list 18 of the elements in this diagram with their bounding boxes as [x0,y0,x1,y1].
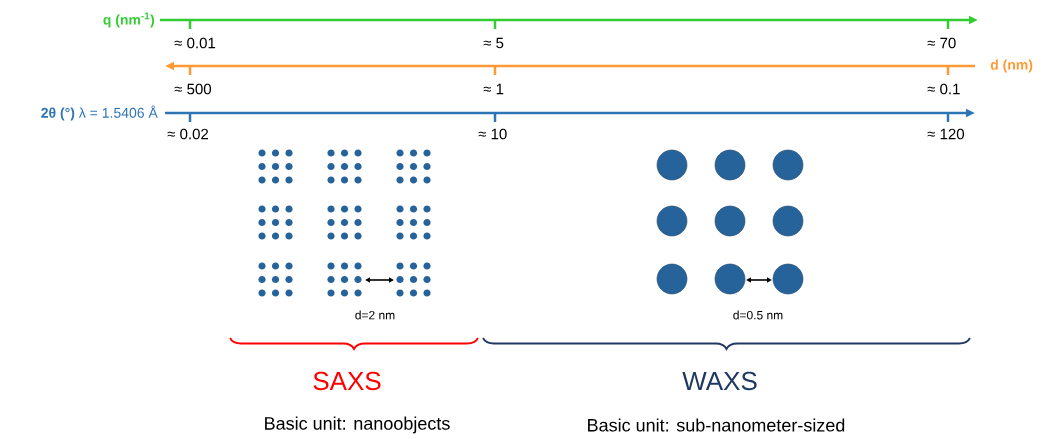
tick-label: ≈ 120 [927,128,964,140]
region-label: SAXS [313,371,381,391]
tick-label: ≈ 0.01 [174,37,216,49]
tick-label: ≈ 10 [478,128,507,140]
dimension-label: d=0.5 nm [733,310,783,320]
dimension-label: d=2 nm [355,310,395,320]
region-label: WAXS [682,371,757,391]
axis-title: q (nm$^{-1}$) [103,12,155,28]
axis-title: d (nm) [990,59,1033,73]
tick-label: ≈ 500 [174,83,212,95]
tick-label: ≈ 0.02 [167,128,209,140]
description: Basic unit: nanoobjects [265,416,450,434]
description: Basic unit: sub-nanometer-sized [588,418,845,432]
tick-label: ≈ 70 [927,37,956,49]
tick-label: ≈ 1 [483,83,504,95]
tick-label: ≈ 5 [483,37,504,49]
tick-label: ≈ 0.1 [927,83,960,95]
axis-title: 2θ (°) λ = 1.5406 Å [41,105,158,121]
